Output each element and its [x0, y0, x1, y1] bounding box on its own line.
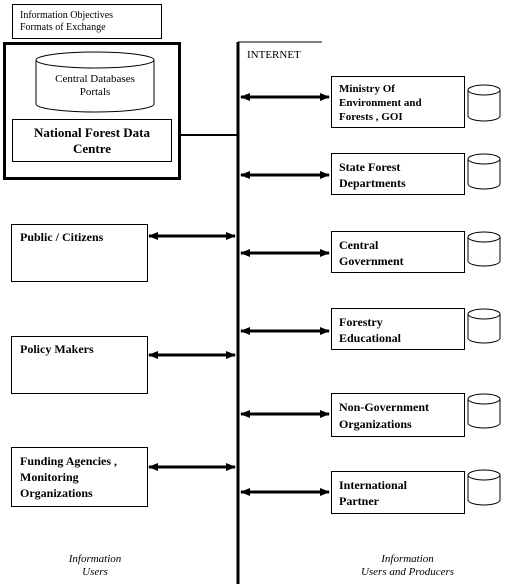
national-forest-data-centre-box: National Forest Data Centre: [12, 119, 172, 162]
legend-box: Information Objectives Formats of Exchan…: [12, 4, 162, 39]
database-icon: [467, 469, 501, 506]
footer-information-users-producers: Information Users and Producers: [360, 553, 455, 578]
producer-label: Central Government: [339, 238, 404, 268]
database-icon: [467, 393, 501, 429]
producer-box-central-government: Central Government: [331, 231, 465, 273]
central-database-icon: [35, 51, 155, 113]
user-box-funding-agencies: Funding Agencies , Monitoring Organizati…: [11, 447, 148, 507]
producer-box-international-partner: International Partner: [331, 471, 465, 514]
user-box-public-citizens: Public / Citizens: [11, 224, 148, 282]
user-label: Public / Citizens: [20, 230, 104, 244]
producer-box-ngo: Non-Government Organizations: [331, 393, 465, 437]
user-box-policy-makers: Policy Makers: [11, 336, 148, 394]
producer-box-ministry: Ministry Of Environment and Forests , GO…: [331, 76, 465, 128]
legend-line-1: Information Objectives: [20, 10, 114, 21]
footer-information-users: Information Users: [68, 553, 122, 578]
producer-label: State Forest Departments: [339, 160, 406, 190]
national-forest-data-centre-title: National Forest Data Centre: [33, 125, 151, 156]
producer-label: Ministry Of Environment and Forests , GO…: [339, 83, 422, 123]
database-icon: [467, 231, 501, 267]
producer-label: International Partner: [339, 478, 408, 508]
legend-line-2: Formats of Exchange: [20, 22, 106, 33]
database-icon: [467, 153, 501, 190]
producer-box-state-forest: State Forest Departments: [331, 153, 465, 195]
producer-label: Forestry Educational: [339, 315, 402, 345]
user-label: Policy Makers: [20, 342, 94, 356]
user-label: Funding Agencies , Monitoring Organizati…: [20, 454, 118, 500]
database-icon: [467, 84, 501, 122]
producer-label: Non-Government Organizations: [339, 400, 429, 431]
internet-label: INTERNET: [247, 49, 301, 61]
producer-box-forestry-educational: Forestry Educational: [331, 308, 465, 350]
central-databases-label: Central Databases Portals: [55, 73, 135, 98]
database-icon: [467, 308, 501, 344]
